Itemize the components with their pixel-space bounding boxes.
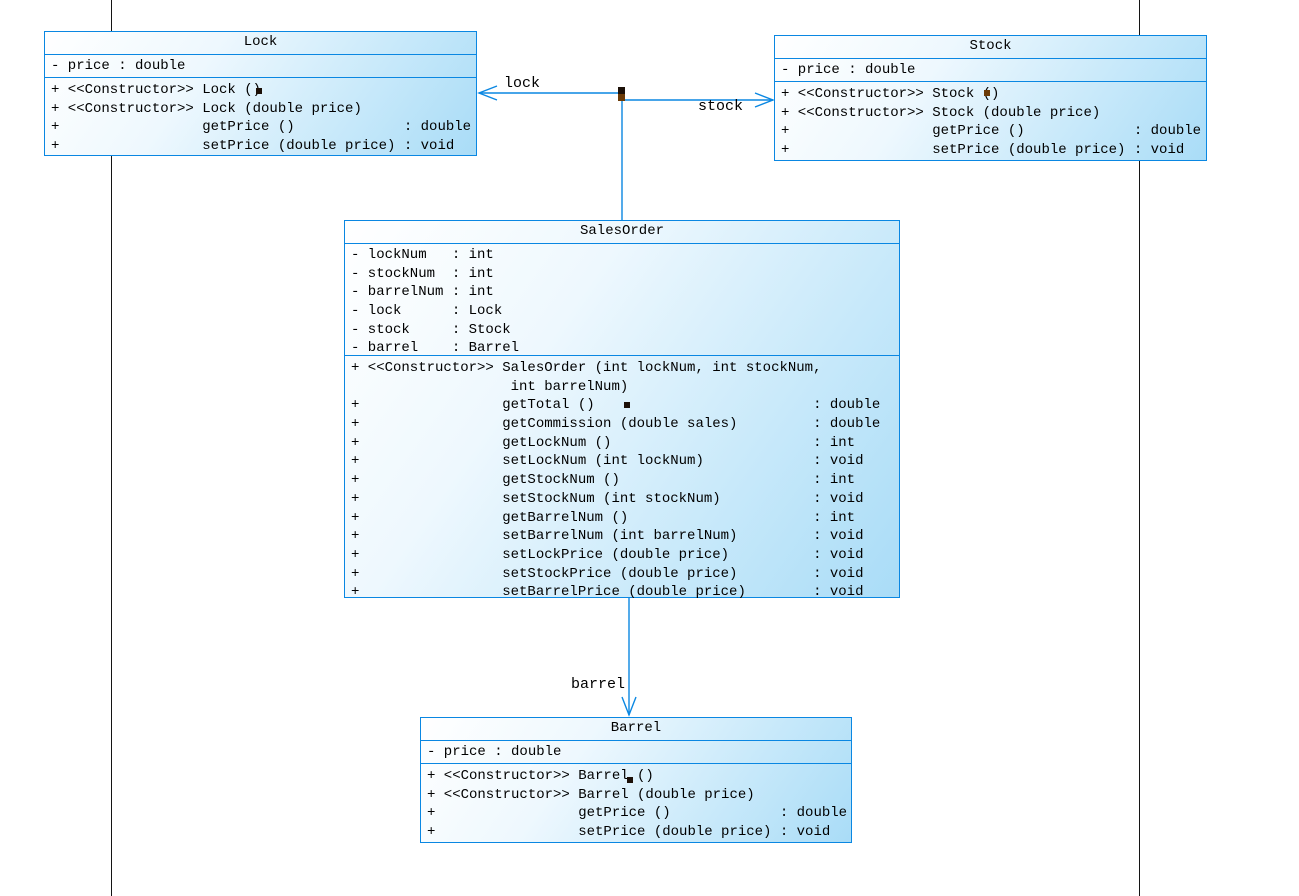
attribute-line: - price : double <box>427 744 562 760</box>
method-line: + <<Constructor>> Barrel (double price) <box>427 786 755 803</box>
class-salesorder[interactable]: SalesOrder - lockNum : int - stockNum : … <box>344 220 900 600</box>
class-lock-attributes: - price : double <box>45 55 476 78</box>
attribute-line: - barrelNum : int <box>351 284 494 301</box>
class-stock-attributes: - price : double <box>775 59 1206 82</box>
method-line: + <<Constructor>> Stock () <box>781 86 1000 102</box>
class-stock[interactable]: Stock - price : double + <<Constructor>>… <box>774 35 1207 161</box>
connector-label-lock[interactable]: lock <box>504 75 541 92</box>
class-barrel-methods: + <<Constructor>> Barrel () + <<Construc… <box>421 764 851 842</box>
attribute-line: - barrel : Barrel <box>351 340 520 356</box>
method-line: int barrelNum) <box>351 378 629 395</box>
method-line: + <<Constructor>> Lock (double price) <box>51 100 362 117</box>
method-line: + setLockNum (int lockNum) : void <box>351 453 864 470</box>
cursor-artifact-stock <box>984 90 990 96</box>
cursor-artifact-lock <box>256 88 262 94</box>
method-line: + setLockPrice (double price) : void <box>351 546 864 563</box>
class-lock[interactable]: Lock - price : double + <<Constructor>> … <box>44 31 477 156</box>
arrowhead-lock-icon <box>477 85 498 101</box>
attribute-line: - lock : Lock <box>351 303 503 320</box>
method-line: + <<Constructor>> Lock () <box>51 82 262 98</box>
class-salesorder-attributes: - lockNum : int - stockNum : int - barre… <box>345 244 899 356</box>
junction-connection-point[interactable] <box>618 94 625 101</box>
method-line: + getCommission (double sales) : double <box>351 416 881 433</box>
method-line: + setPrice (double price) : void <box>781 142 1185 159</box>
method-line: + setBarrelPrice (double price) : void <box>351 584 864 601</box>
class-stock-methods: + <<Constructor>> Stock () + <<Construct… <box>775 82 1206 160</box>
method-line: + <<Constructor>> Barrel () <box>427 768 654 784</box>
method-line: + getBarrelNum () : int <box>351 509 856 526</box>
connector-label-barrel[interactable]: barrel <box>571 676 626 693</box>
attribute-line: - price : double <box>781 62 916 78</box>
method-line: + setBarrelNum (int barrelNum) : void <box>351 528 864 545</box>
class-barrel[interactable]: Barrel - price : double + <<Constructor>… <box>420 717 852 843</box>
method-line: + setPrice (double price) : void <box>427 824 831 841</box>
cursor-artifact-gettotal <box>624 402 630 408</box>
page-boundary-left <box>111 0 112 896</box>
attribute-line: - stock : Stock <box>351 321 511 338</box>
method-line: + <<Constructor>> SalesOrder (int lockNu… <box>351 360 822 376</box>
class-salesorder-methods: + <<Constructor>> SalesOrder (int lockNu… <box>345 356 899 602</box>
arrowhead-stock-icon <box>754 92 775 108</box>
method-line: + getTotal () : double <box>351 397 881 414</box>
method-line: + getLockNum () : int <box>351 434 856 451</box>
junction-selection-handle[interactable] <box>618 87 625 94</box>
method-line: + <<Constructor>> Stock (double price) <box>781 104 1101 121</box>
connector-label-stock[interactable]: stock <box>698 98 744 115</box>
method-line: + setStockNum (int stockNum) : void <box>351 490 864 507</box>
class-barrel-title: Barrel <box>421 718 851 741</box>
class-stock-title: Stock <box>775 36 1206 59</box>
attribute-line: - lockNum : int <box>351 247 494 263</box>
class-lock-title: Lock <box>45 32 476 55</box>
method-line: + setPrice (double price) : void <box>51 138 455 155</box>
class-barrel-attributes: - price : double <box>421 741 851 764</box>
method-line: + getPrice () : double <box>427 805 848 822</box>
attribute-line: - stockNum : int <box>351 265 494 282</box>
arrowhead-barrel-icon <box>621 696 637 717</box>
method-line: + getPrice () : double <box>51 119 472 136</box>
method-line: + setStockPrice (double price) : void <box>351 565 864 582</box>
page-boundary-right <box>1139 0 1140 896</box>
method-line: + getPrice () : double <box>781 123 1202 140</box>
connector-salesorder-lock[interactable] <box>479 92 623 220</box>
method-line: + getStockNum () : int <box>351 472 856 489</box>
class-salesorder-title: SalesOrder <box>345 221 899 244</box>
class-lock-methods: + <<Constructor>> Lock () + <<Constructo… <box>45 78 476 156</box>
attribute-line: - price : double <box>51 58 186 74</box>
cursor-artifact-barrel <box>627 777 633 783</box>
